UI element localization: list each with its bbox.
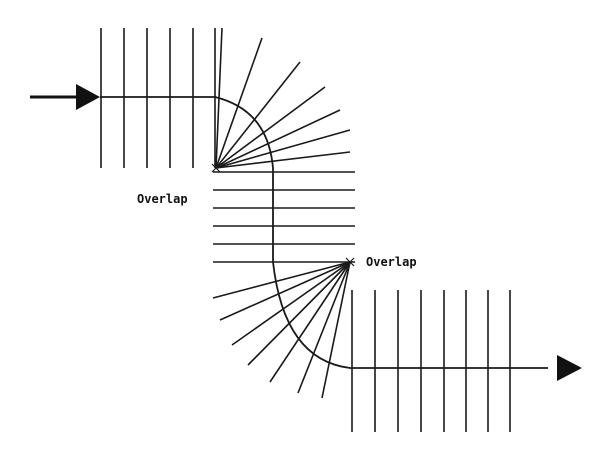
fan-line xyxy=(297,261,351,394)
fan-line xyxy=(247,261,351,366)
output-arrow xyxy=(557,355,582,381)
upper-fan-section xyxy=(215,27,351,169)
fan-line xyxy=(269,261,351,383)
fan-line xyxy=(231,261,351,346)
fan-line xyxy=(215,37,263,169)
middle-grid-section xyxy=(213,171,355,263)
fan-line xyxy=(215,61,301,169)
fan-line xyxy=(215,27,223,169)
fan-line xyxy=(219,261,351,321)
fan-line xyxy=(215,109,341,169)
output-grid-section xyxy=(351,290,511,432)
overlap-label-top: Overlap xyxy=(137,192,188,206)
fan-line xyxy=(321,261,351,399)
fan-line xyxy=(215,151,351,169)
input-grid-section xyxy=(100,28,216,168)
overlap-marker-bottom xyxy=(345,257,355,267)
overlap-marker-top xyxy=(211,163,221,173)
overlap-label-bottom: Overlap xyxy=(366,255,417,269)
input-arrow xyxy=(30,84,100,110)
fan-line xyxy=(212,261,351,299)
lower-fan-section xyxy=(212,261,351,399)
fan-line xyxy=(215,86,326,169)
fan-line xyxy=(215,129,351,169)
